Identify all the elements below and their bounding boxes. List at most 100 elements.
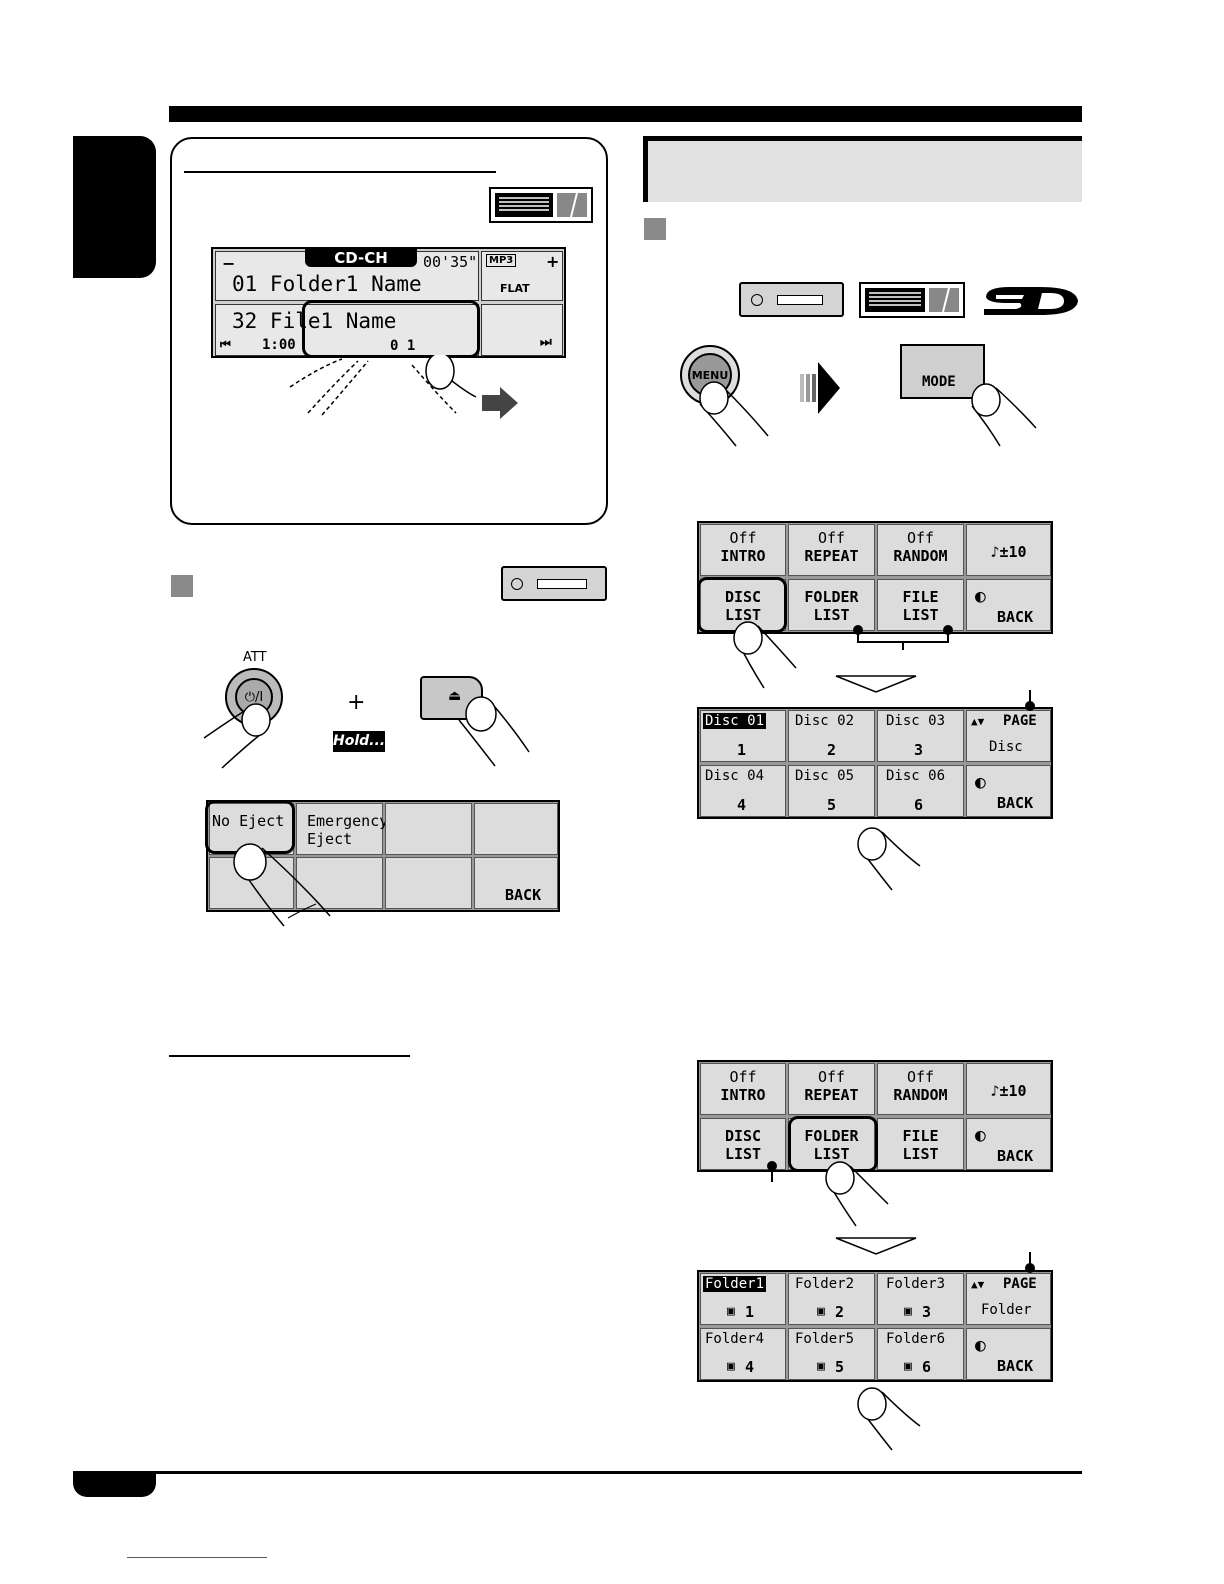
next-cell[interactable]: ⏭	[481, 304, 563, 356]
finger-swipe-icon	[857, 1387, 921, 1451]
callout-box	[170, 137, 608, 525]
skip-10-button[interactable]: ♪±10	[966, 524, 1051, 576]
disc-button-5[interactable]: Disc 05 5	[788, 765, 875, 817]
unit-icon	[501, 566, 607, 601]
language-tab	[73, 136, 156, 278]
back-button[interactable]: ◐ BACK	[966, 1118, 1051, 1170]
folder-icon: ▣	[817, 1304, 825, 1319]
step-marker	[644, 218, 666, 240]
finger-press-icon	[233, 843, 331, 927]
empty-button	[474, 803, 558, 855]
disc-button-2[interactable]: Disc 02 2	[788, 710, 875, 762]
header-bar	[169, 106, 1082, 122]
timer-icon: ◐	[975, 772, 986, 793]
mode-button[interactable]: MODE	[900, 344, 985, 399]
next-track-icon[interactable]: ⏭	[540, 335, 552, 350]
plus-icon[interactable]: +	[546, 252, 560, 271]
folder-button-6[interactable]: Folder6 ▣ 6	[877, 1328, 964, 1380]
finger-press-icon	[458, 696, 530, 767]
skip-10-button[interactable]: ♪±10	[966, 1063, 1051, 1115]
folder-minus-icon[interactable]: −	[222, 254, 236, 273]
format-badge: MP3	[486, 254, 517, 267]
folder-icon: ▣	[727, 1304, 735, 1319]
sound-cell[interactable]: MP3 + FLAT	[481, 251, 563, 301]
page-button[interactable]: ▲▼ PAGE Folder	[966, 1273, 1051, 1325]
back-button[interactable]: ◐ BACK	[966, 1328, 1051, 1380]
disc-select-highlight	[302, 300, 480, 358]
folder-icon: ▣	[904, 1359, 912, 1374]
folder-button-1[interactable]: Folder1 ▣ 1	[700, 1273, 786, 1325]
page-number-tab	[73, 1473, 156, 1497]
finger-swipe-icon	[857, 827, 921, 891]
disc-list-grid: Disc 01 1 Disc 02 2 Disc 03 3 ▲▼ PAGE Di…	[697, 707, 1053, 819]
emergency-eject-button[interactable]: Emergency Eject	[296, 803, 388, 855]
callout-heading-rule	[184, 171, 496, 173]
pointer-dot	[767, 1161, 777, 1182]
finger-press-icon	[203, 703, 271, 769]
eject-menu: No Eject Emergency Eject BACK	[206, 800, 560, 912]
timer-icon: ◐	[975, 1335, 986, 1356]
bracket-connector	[853, 625, 953, 650]
folder-button-3[interactable]: Folder3 ▣ 3	[877, 1273, 964, 1325]
finger-press-icon	[733, 621, 797, 689]
disc-button-6[interactable]: Disc 06 6	[877, 765, 964, 817]
file-line: 32 File1 Name	[232, 309, 397, 333]
folder-icon: ▣	[817, 1359, 825, 1374]
step-marker	[171, 575, 193, 597]
folder-button-2[interactable]: Folder2 ▣ 2	[788, 1273, 875, 1325]
eject-icon: ⏏	[448, 688, 462, 704]
page-arrows-icon: ▲▼	[971, 1278, 985, 1291]
disc-number: 0 1	[390, 338, 416, 354]
folder-list-grid: Folder1 ▣ 1 Folder2 ▣ 2 Folder3 ▣ 3 ▲▼ P…	[697, 1270, 1053, 1382]
finger-press-icon	[699, 381, 769, 447]
eq-label: FLAT	[500, 282, 530, 295]
back-button[interactable]: ◐ BACK	[966, 579, 1051, 631]
arrow-down-icon	[835, 675, 917, 693]
folder-button-5[interactable]: Folder5 ▣ 5	[788, 1328, 875, 1380]
elapsed-time: 1:00	[262, 337, 296, 353]
folder-line: 01 Folder1 Name	[232, 272, 422, 296]
section-heading-box	[643, 136, 1082, 202]
timer-icon: ◐	[975, 1125, 986, 1146]
disc-button-1[interactable]: Disc 01 1	[700, 710, 786, 762]
arrow-right-icon	[800, 362, 840, 414]
finger-press-icon	[825, 1161, 889, 1227]
back-button[interactable]: BACK	[474, 857, 558, 909]
back-button[interactable]: ◐ BACK	[966, 765, 1051, 817]
page-button[interactable]: ▲▼ PAGE Disc	[966, 710, 1051, 762]
hold-label: Hold....	[333, 731, 390, 752]
changer-icon	[859, 282, 965, 318]
section-rule	[169, 1055, 410, 1057]
folder-icon: ▣	[904, 1304, 912, 1319]
disc-button-3[interactable]: Disc 03 3	[877, 710, 964, 762]
pointer-dot	[1025, 1252, 1035, 1273]
source-label: CD-CH	[305, 249, 417, 267]
timer-icon: ◐	[975, 586, 986, 607]
folder-button-4[interactable]: Folder4 ▣ 4	[700, 1328, 786, 1380]
empty-button	[296, 857, 383, 909]
page-arrows-icon: ▲▼	[971, 715, 985, 728]
pointer-dot	[1025, 690, 1035, 711]
sd-logo-icon	[984, 287, 1078, 315]
arrow-down-icon	[835, 1237, 917, 1255]
disc-button-4[interactable]: Disc 04 4	[700, 765, 786, 817]
finger-drag-illustration	[289, 355, 518, 419]
empty-button	[385, 803, 472, 855]
footer-link-line	[127, 1557, 267, 1558]
eject-button[interactable]: ⏏	[420, 676, 483, 720]
folder-icon: ▣	[727, 1359, 735, 1374]
changer-icon	[489, 187, 593, 223]
prev-track-icon[interactable]: ⏮	[220, 337, 231, 351]
plus-sign: +	[347, 690, 366, 715]
menu-label: MENU	[688, 353, 732, 397]
finger-press-icon	[971, 383, 1037, 447]
